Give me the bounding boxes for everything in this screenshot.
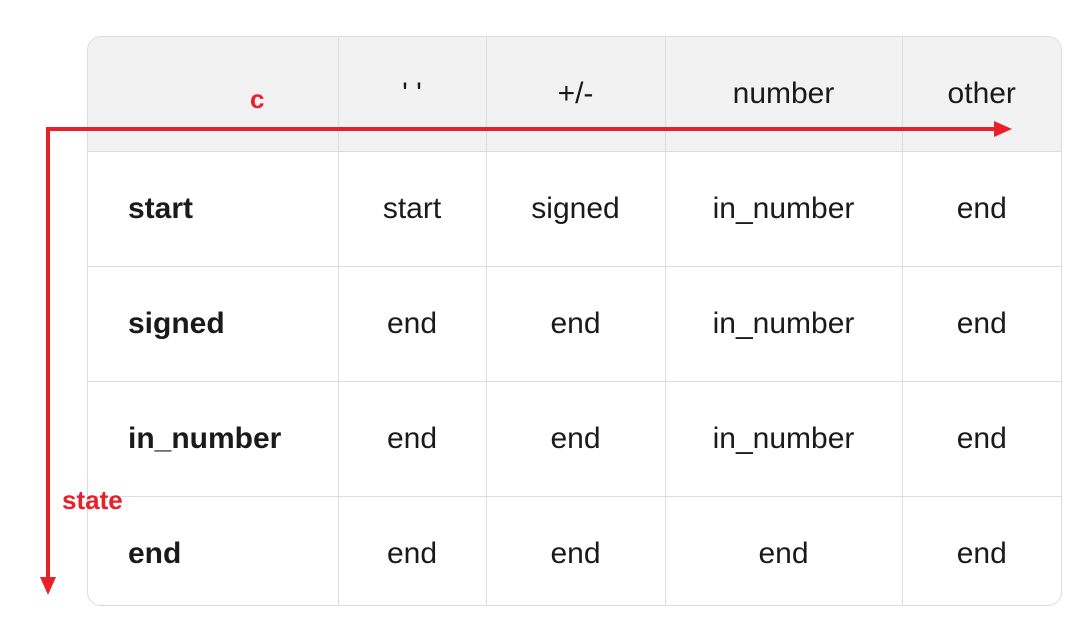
table-cell: end (338, 496, 487, 605)
table-row: signed end end in_number end (88, 266, 1061, 382)
table-cell: end (902, 151, 1061, 267)
table-cell: end (486, 381, 666, 497)
table-cell: in_number (665, 151, 903, 267)
column-axis-label: c (250, 84, 265, 114)
table-cell: in_number (665, 381, 903, 497)
row-state-label: in_number (88, 381, 339, 497)
table-cell: end (665, 496, 903, 605)
header-other: other (902, 37, 1061, 152)
transition-table: ' ' +/- number other start start signed … (88, 37, 1061, 605)
table-cell: end (902, 381, 1061, 497)
table-cell: end (338, 266, 487, 382)
table-row: end end end end end (88, 496, 1061, 605)
table-cell: end (956, 537, 1007, 570)
table-row: in_number end end in_number end (88, 381, 1061, 497)
table-cell: signed (486, 151, 666, 267)
table-cell: in_number (665, 266, 903, 382)
row-axis-label: state (62, 485, 123, 515)
header-space: ' ' (338, 37, 487, 152)
row-state-label: signed (88, 266, 339, 382)
state-transition-table: ' ' +/- number other start start signed … (87, 36, 1062, 606)
table-cell: end (486, 266, 666, 382)
table-cell: end (338, 381, 487, 497)
row-state-label: start (88, 151, 339, 267)
row-axis-arrowhead (40, 577, 56, 595)
header-row: ' ' +/- number other (88, 37, 1061, 152)
table-cell: end (902, 266, 1061, 382)
table-cell: end (486, 496, 666, 605)
row-state-label: end (88, 496, 339, 605)
header-corner-cell (88, 37, 339, 152)
header-sign: +/- (486, 37, 666, 152)
table-cell: start (338, 151, 487, 267)
table-row: start start signed in_number end (88, 151, 1061, 267)
column-axis-arrowhead (994, 121, 1012, 137)
header-number: number (665, 37, 903, 152)
